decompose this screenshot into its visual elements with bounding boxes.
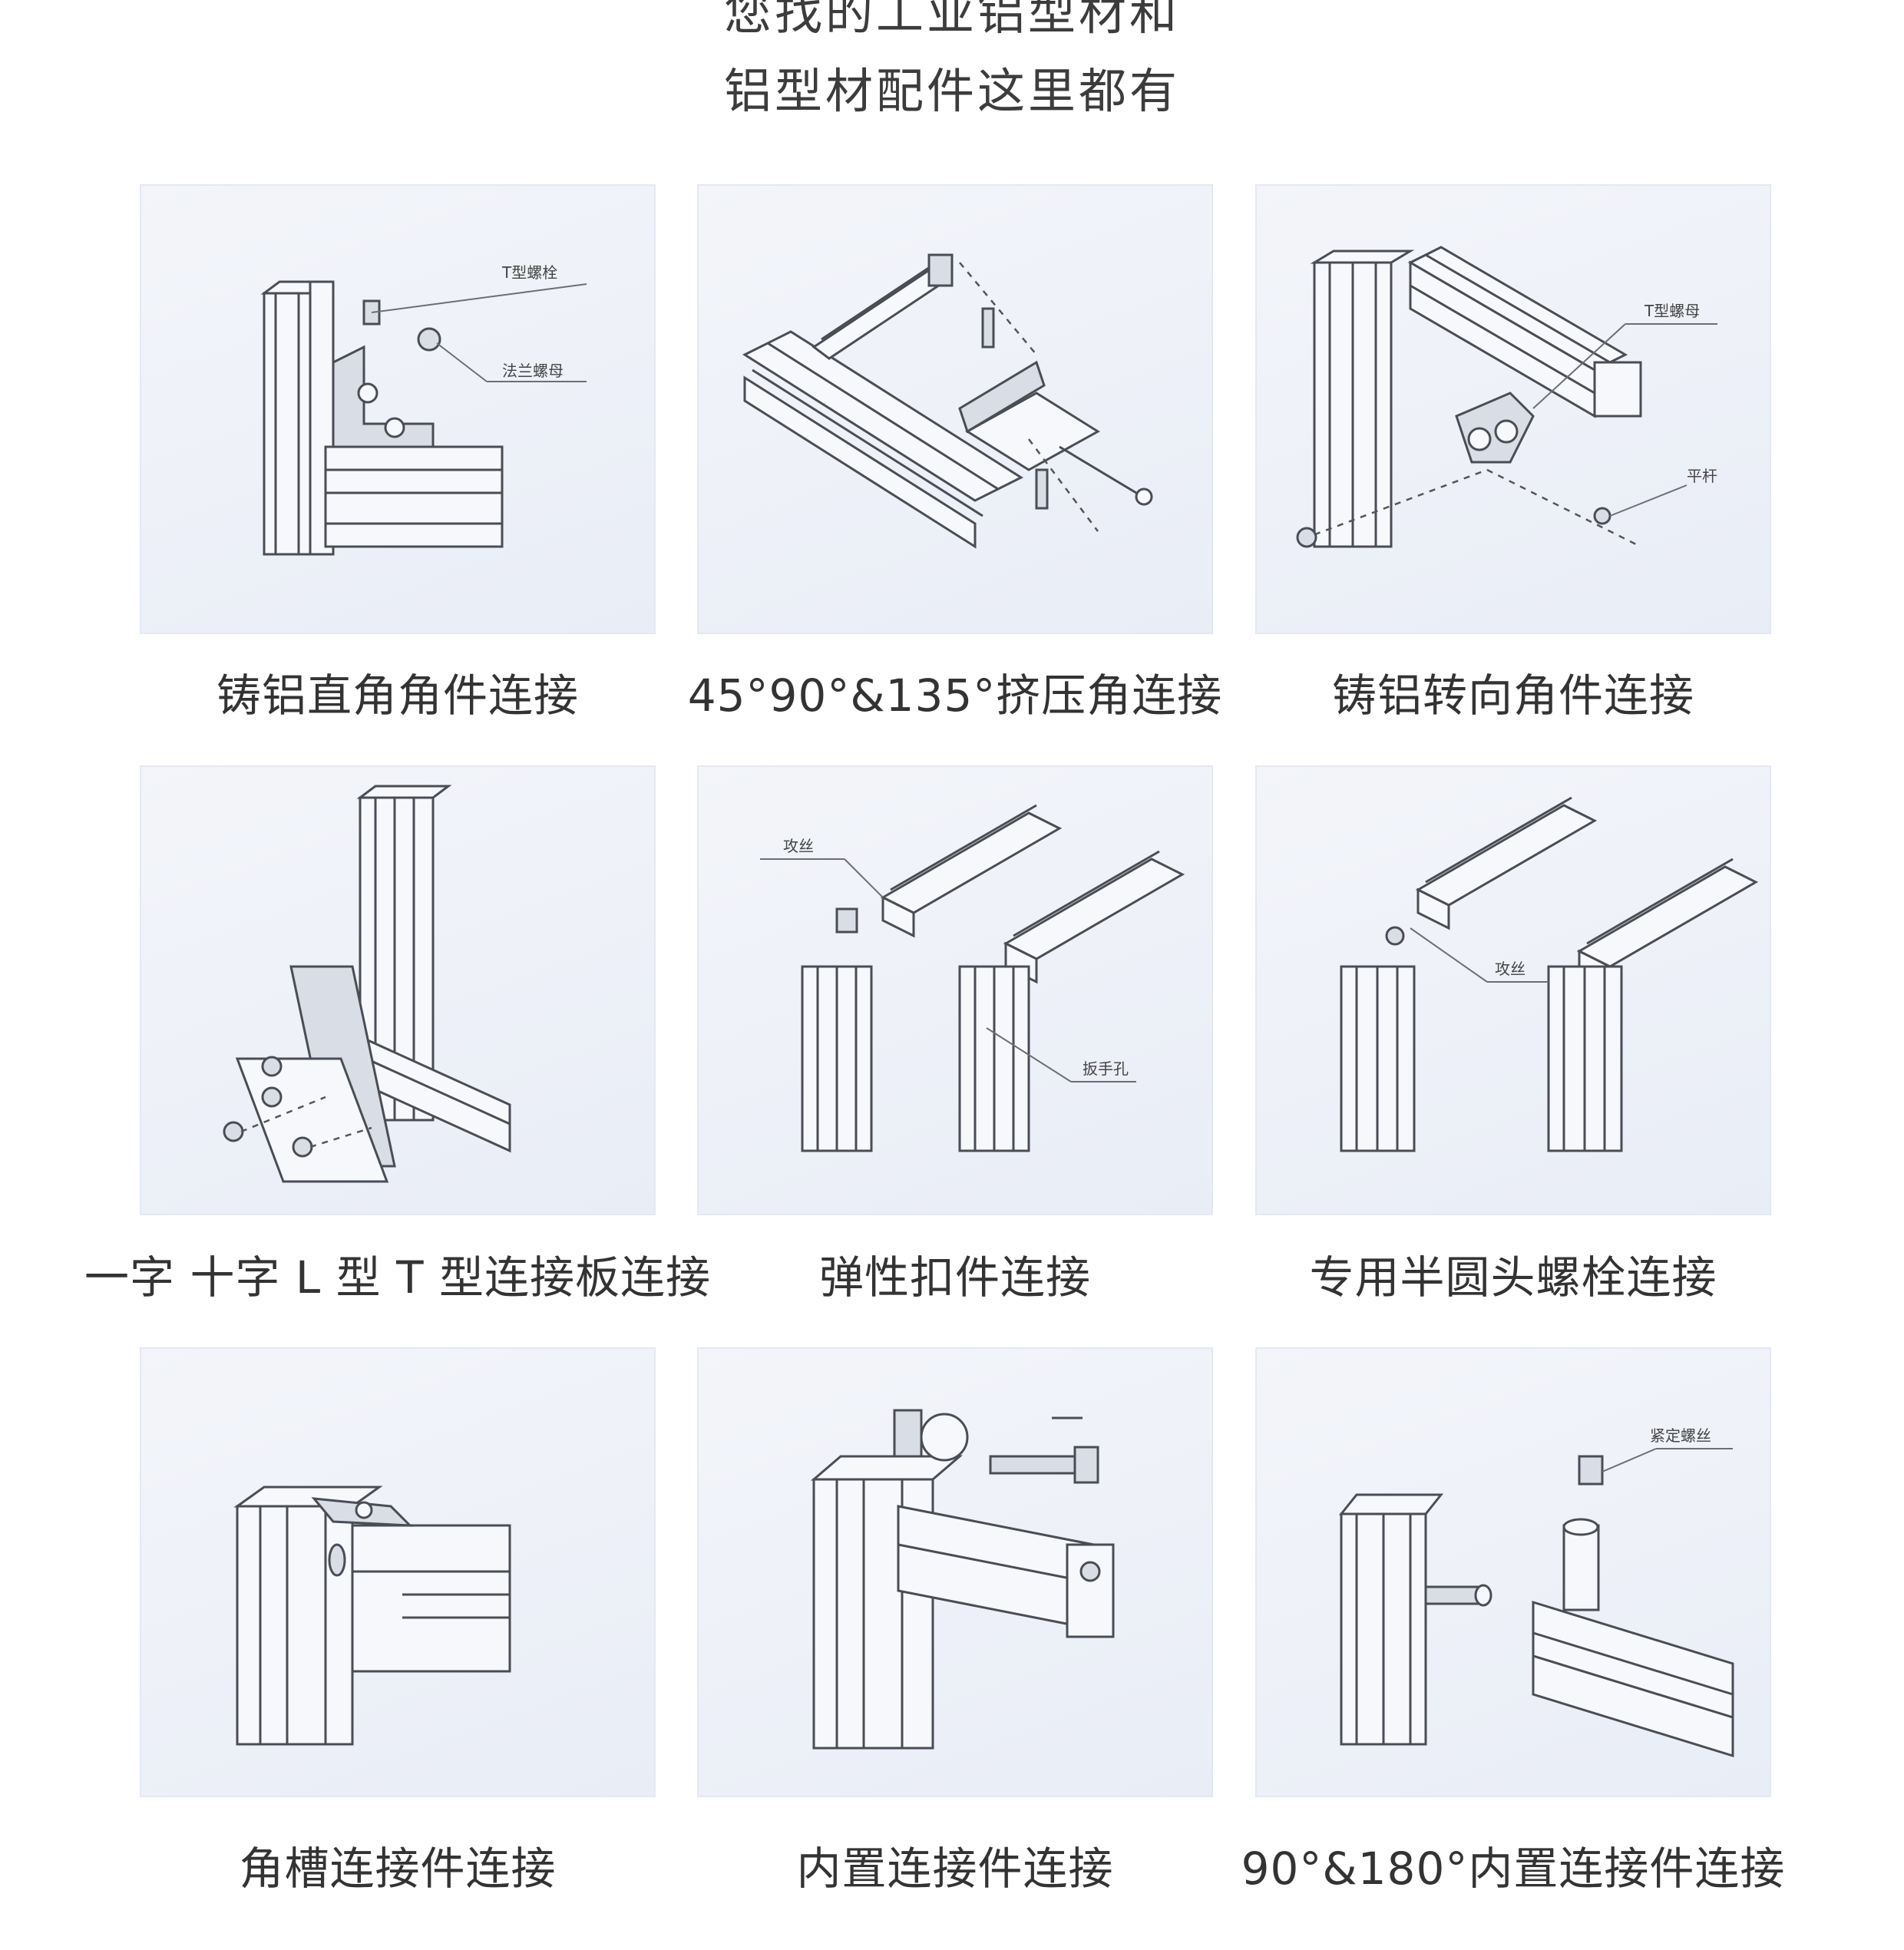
label-t-nut: T型螺母	[1644, 302, 1700, 320]
internal-connector-diagram	[810, 1409, 1115, 1750]
label-tapping-2: 攻丝	[1495, 960, 1526, 978]
cast-right-angle-diagram: T型螺栓 法兰螺母	[260, 263, 587, 556]
90-180-internal-connector-diagram: 紧定螺丝	[1338, 1426, 1734, 1758]
product-card-connecting-plate[interactable]	[140, 765, 656, 1215]
product-card-extruded-angle[interactable]	[697, 184, 1213, 634]
half-round-bolt-diagram: 攻丝	[1340, 796, 1759, 1152]
product-card-half-round-bolt[interactable]: 攻丝	[1255, 765, 1771, 1215]
product-card-corner-slot-connector[interactable]	[140, 1347, 656, 1797]
connecting-plate-diagram	[223, 785, 511, 1183]
product-card-cast-swivel-angle[interactable]: T型螺母 平杆	[1255, 184, 1771, 634]
label-t-bolt: T型螺栓	[501, 263, 557, 282]
caption-corner-slot-connector: 角槽连接件连接	[239, 1843, 557, 1895]
label-set-screw: 紧定螺丝	[1650, 1426, 1711, 1445]
label-flange-nut: 法兰螺母	[502, 362, 564, 380]
product-card-internal-connector[interactable]	[697, 1347, 1213, 1797]
product-card-90-180-internal-connector[interactable]: 紧定螺丝	[1255, 1347, 1771, 1797]
product-card-elastic-fastener[interactable]: 攻丝 扳手孔	[697, 765, 1213, 1215]
product-card-cast-right-angle[interactable]: T型螺栓 法兰螺母	[140, 184, 656, 634]
label-tapping: 攻丝	[783, 837, 814, 855]
caption-half-round-bolt: 专用半圆头螺栓连接	[1309, 1251, 1717, 1304]
caption-elastic-fastener: 弹性扣件连接	[818, 1251, 1091, 1304]
caption-internal-connector: 内置连接件连接	[796, 1843, 1114, 1895]
caption-cast-right-angle: 铸铝直角角件连接	[216, 669, 579, 722]
page-heading-line-2: 铝型材配件这里都有	[723, 63, 1180, 119]
label-flat-bar: 平杆	[1687, 467, 1717, 485]
caption-connecting-plate: 一字 十字 L 型 T 型连接板连接	[84, 1251, 711, 1304]
caption-cast-swivel-angle: 铸铝转向角件连接	[1331, 669, 1694, 722]
corner-slot-connector-diagram	[233, 1486, 511, 1746]
caption-extruded-angle: 45°90°&135°挤压角连接	[687, 669, 1223, 722]
extruded-angle-diagram	[742, 253, 1153, 549]
elastic-fastener-diagram: 攻丝 扳手孔	[760, 804, 1185, 1152]
cast-swivel-angle-diagram: T型螺母 平杆	[1296, 246, 1717, 548]
label-wrench-hole: 扳手孔	[1083, 1059, 1129, 1078]
page-heading-line-1: 您找的工业铝型材和	[723, 0, 1180, 41]
caption-90-180-internal-connector: 90°&180°内置连接件连接	[1241, 1843, 1786, 1895]
